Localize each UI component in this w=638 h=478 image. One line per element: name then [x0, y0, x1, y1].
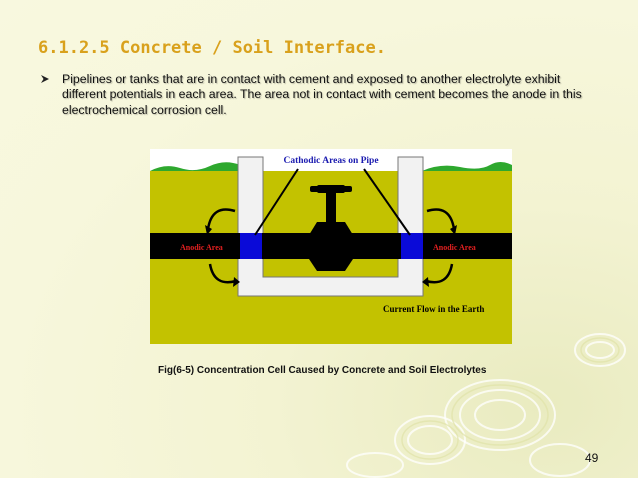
grass-left — [150, 162, 240, 171]
cathode-right — [401, 233, 423, 259]
anodic-area-right-label: Anodic Area — [433, 243, 476, 252]
cathode-left — [240, 233, 262, 259]
valve-stem — [326, 191, 336, 223]
current-arrows-left — [206, 208, 237, 284]
cathodic-areas-label: Cathodic Areas on Pipe — [283, 156, 378, 166]
concentration-cell-figure: Cathodic Areas on Pipe Anodic Area Anodi… — [150, 149, 512, 344]
current-flow-label: Current Flow in the Earth — [383, 304, 484, 314]
figure-diagram: Cathodic Areas on Pipe Anodic Area Anodi… — [150, 156, 512, 344]
arrowhead-bullet-icon — [41, 75, 49, 83]
page-number: 49 — [585, 451, 599, 465]
valve-body — [309, 222, 353, 271]
figure-caption: Fig(6-5) Concentration Cell Caused by Co… — [158, 365, 487, 376]
concrete-structure — [237, 156, 424, 297]
anodic-area-left-label: Anodic Area — [180, 243, 223, 252]
valve-handle — [317, 185, 345, 193]
grass-right — [422, 162, 512, 171]
slide-title: 6.1.2.5 Concrete / Soil Interface. — [38, 38, 386, 58]
current-arrows-right — [425, 208, 456, 284]
bullet-text: Pipelines or tanks that are in contact w… — [62, 72, 582, 117]
